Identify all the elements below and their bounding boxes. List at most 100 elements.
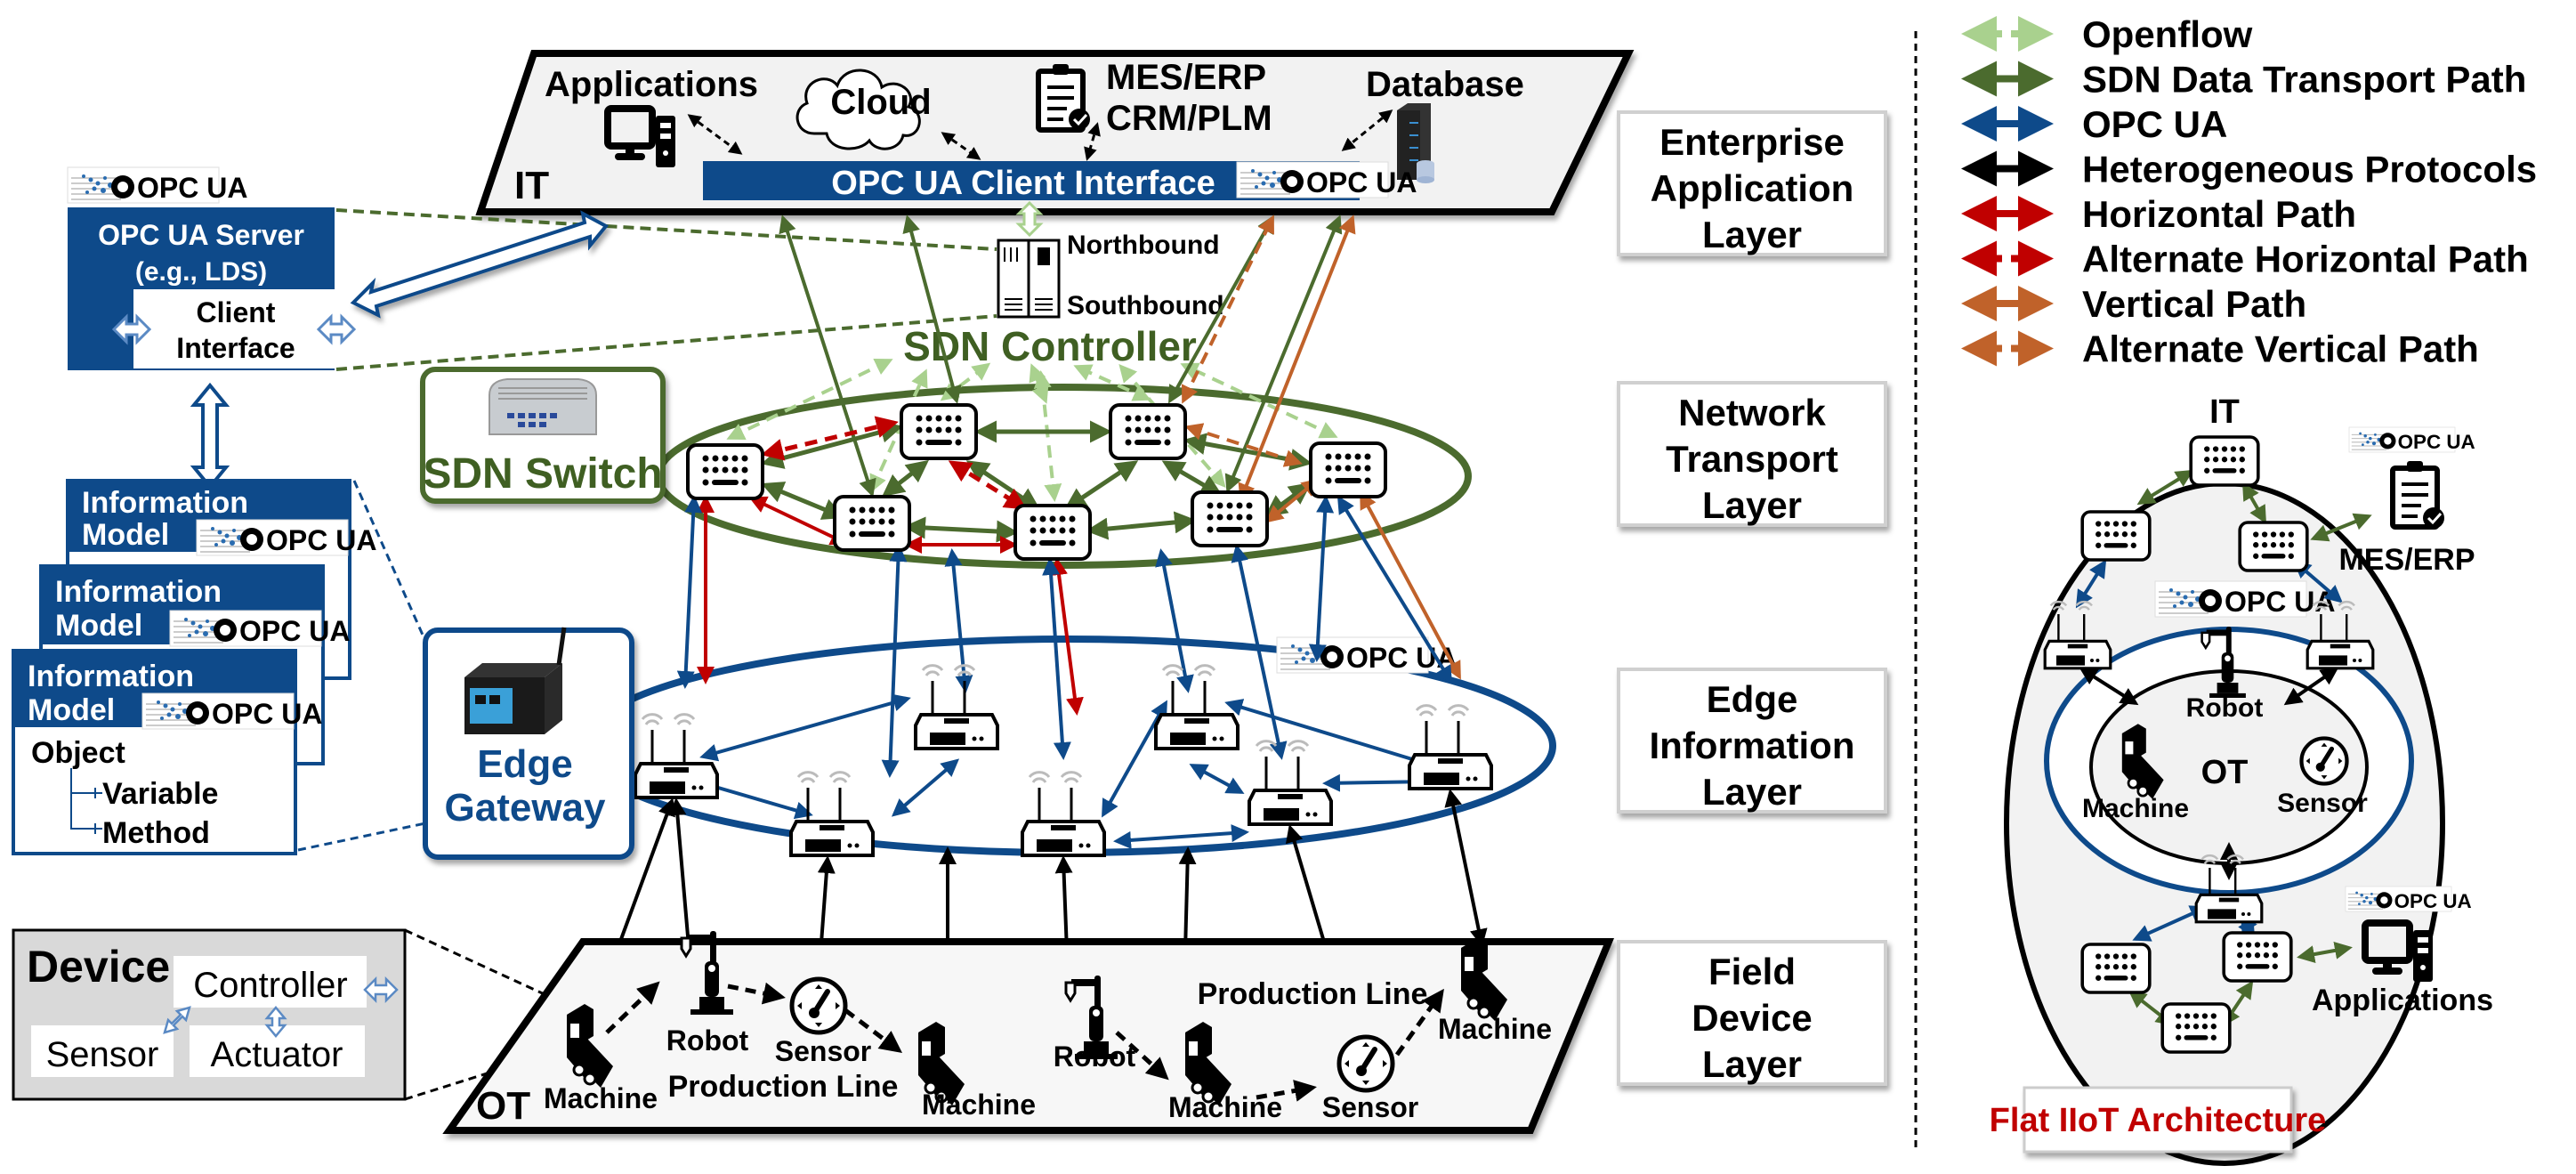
flat-link bbox=[2132, 905, 2209, 942]
legend-label: OPC UA bbox=[2082, 103, 2227, 145]
bidirectional-arrow-icon bbox=[111, 313, 152, 345]
flat-link bbox=[2136, 469, 2194, 506]
controller-label: Controller bbox=[193, 966, 347, 1005]
method-node: Method bbox=[102, 816, 210, 850]
alternate-horizontal-link bbox=[761, 416, 899, 461]
svg-text:OPC UA: OPC UA bbox=[239, 615, 350, 647]
sdn-data-link bbox=[1086, 511, 1197, 540]
legend-item: Alternate Vertical Path bbox=[1961, 328, 2479, 370]
flat-caption-box: Flat IIoT Architecture bbox=[1990, 1086, 2327, 1154]
flat-link bbox=[2242, 482, 2266, 524]
robot-label: Robot bbox=[666, 1024, 749, 1057]
legend-item: Alternate Horizontal Path bbox=[1961, 239, 2529, 280]
bidirectional-arrow-icon bbox=[316, 313, 357, 345]
computer-icon bbox=[2362, 919, 2433, 982]
openflow-link bbox=[1033, 370, 1062, 502]
opcua-link bbox=[699, 693, 911, 762]
server-to-model-arrow bbox=[190, 382, 230, 490]
object-node: Object bbox=[31, 736, 125, 770]
sdn-switch-icon bbox=[1013, 504, 1092, 561]
device-title: Device bbox=[27, 942, 170, 992]
opcua-link bbox=[1102, 700, 1167, 818]
flat-robot-label: Robot bbox=[2186, 693, 2264, 723]
opcua-link bbox=[881, 544, 908, 778]
flat-ot-label: OT bbox=[2201, 754, 2249, 791]
svg-text:Model: Model bbox=[28, 693, 115, 727]
sdn-switch-icon bbox=[2160, 1002, 2232, 1054]
legend-label: Horizontal Path bbox=[2082, 193, 2356, 235]
sdn-data-link bbox=[761, 421, 903, 469]
robot-label: Robot bbox=[1054, 1040, 1136, 1073]
opcua-logo: OPC UA bbox=[2154, 580, 2335, 618]
flat-link bbox=[2310, 513, 2372, 542]
machine-label: Machine bbox=[1438, 1013, 1552, 1045]
legend-label: Alternate Vertical Path bbox=[2082, 328, 2479, 370]
svg-text:OPC UA: OPC UA bbox=[137, 172, 247, 204]
opcua-link bbox=[1042, 557, 1071, 760]
machine-label: Machine bbox=[544, 1082, 658, 1114]
edge-gateway-label-2: Gateway bbox=[445, 786, 607, 830]
sensor-icon bbox=[792, 979, 845, 1032]
opcua-client-interface-label: OPC UA Client Interface bbox=[831, 165, 1215, 202]
svg-text:Enterprise: Enterprise bbox=[1659, 121, 1845, 163]
opcua-link bbox=[1189, 764, 1245, 794]
flat-iiot-diagram: IT OPC UA OPC UA OPC UA MES/ERP Applicat… bbox=[1990, 393, 2493, 1166]
client-interface-line2: Interface bbox=[176, 332, 295, 364]
client-interface-line1: Client bbox=[197, 296, 276, 328]
opcua-server-panel: OPC UA OPC UA Server (e.g., LDS) Client … bbox=[67, 166, 610, 490]
clipboard-icon bbox=[1036, 64, 1090, 133]
svg-text:Layer: Layer bbox=[1702, 771, 1802, 813]
applications-label: Applications bbox=[545, 65, 758, 104]
opcua-link bbox=[676, 495, 703, 689]
svg-text:Information: Information bbox=[55, 575, 222, 609]
openflow-link bbox=[1180, 362, 1338, 439]
info-model-zoom-lines bbox=[297, 480, 427, 852]
sdn-switch-icon bbox=[686, 443, 764, 500]
wireless-router-icon bbox=[914, 663, 999, 750]
wireless-router-icon bbox=[1248, 739, 1333, 826]
database-icon bbox=[1397, 103, 1434, 183]
it-layer: IT Applications Cloud MES/ERP CRM/PLM Da… bbox=[475, 50, 1635, 215]
alternate-vertical-link bbox=[1182, 215, 1274, 404]
flat-machine-label: Machine bbox=[2082, 794, 2189, 823]
edge-gateway-label-1: Edge bbox=[477, 742, 573, 786]
sdn-switch-icon bbox=[900, 403, 978, 460]
svg-text:Transport: Transport bbox=[1666, 438, 1838, 480]
sdn-data-link bbox=[882, 459, 929, 498]
information-model-stack: Information Model OPC UA Information Mod… bbox=[12, 479, 376, 855]
opcua-logo: OPC UA bbox=[1276, 636, 1457, 674]
gateway-device-icon bbox=[464, 627, 567, 734]
production-line-label: Production Line bbox=[1198, 977, 1428, 1011]
svg-text:OPC UA: OPC UA bbox=[266, 524, 376, 556]
svg-text:OPC UA: OPC UA bbox=[2398, 431, 2475, 453]
legend-label: Alternate Horizontal Path bbox=[2082, 239, 2529, 280]
heterogeneous-link bbox=[1444, 789, 1488, 947]
industrial-pc-icon bbox=[489, 378, 597, 435]
sdn-data-link bbox=[1264, 482, 1312, 517]
flat-link bbox=[2079, 667, 2139, 706]
openflow-link bbox=[1073, 364, 1151, 401]
flat-caption: Flat IIoT Architecture bbox=[1990, 1102, 2327, 1139]
sdn-switch-label: SDN Switch bbox=[423, 450, 662, 498]
edge-gateway-box: Edge Gateway bbox=[423, 627, 634, 860]
svg-text:Field: Field bbox=[1708, 951, 1796, 992]
svg-text:Layer: Layer bbox=[1702, 1043, 1802, 1085]
southbound-label: Southbound bbox=[1067, 291, 1224, 320]
flat-applications-label: Applications bbox=[2312, 984, 2493, 1017]
legend-item: Horizontal Path bbox=[1961, 193, 2356, 235]
opcua-logo: OPC UA bbox=[2348, 426, 2475, 453]
production-line-label: Production Line bbox=[668, 1070, 899, 1104]
sdn-switch-icon bbox=[2238, 521, 2309, 572]
svg-text:Information: Information bbox=[82, 486, 248, 520]
device-panel: Device Controller Sensor Actuator bbox=[12, 928, 407, 1101]
legend-item: Vertical Path bbox=[1961, 283, 2306, 325]
svg-text:Model: Model bbox=[82, 518, 169, 552]
sdn-data-link bbox=[965, 460, 1041, 510]
svg-text:Information: Information bbox=[28, 660, 194, 693]
cloud-icon bbox=[795, 69, 921, 150]
